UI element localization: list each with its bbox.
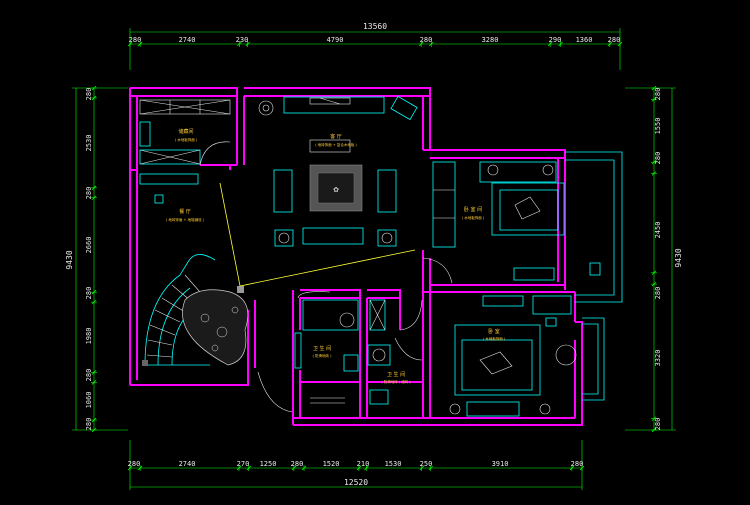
room-labels: 储藏间 ( 木地板饰面 ) 客 厅 ( 地砖饰面 + 复合木地板 ) 餐 厅 (… bbox=[166, 128, 506, 384]
bathroom-fixtures bbox=[294, 299, 391, 405]
dim-label: 280 bbox=[85, 287, 93, 300]
column bbox=[142, 360, 148, 366]
room-name-living: 客 厅 bbox=[330, 133, 342, 140]
dim-label: 2530 bbox=[85, 135, 93, 152]
dim-label: 2740 bbox=[179, 460, 196, 468]
dim-label: 1360 bbox=[576, 36, 593, 44]
dimension-right-total: 9430 bbox=[674, 248, 683, 267]
column bbox=[237, 286, 244, 293]
dim-label: 1980 bbox=[85, 328, 93, 345]
room-sub-bedroom-b: ( 木地板饰面 ) bbox=[483, 336, 506, 341]
dim-label: 280 bbox=[291, 460, 304, 468]
dim-label: 280 bbox=[420, 36, 433, 44]
dim-label: 3280 bbox=[482, 36, 499, 44]
dim-label: 4790 bbox=[327, 36, 344, 44]
dim-label: 280 bbox=[128, 460, 141, 468]
door-arc bbox=[199, 141, 231, 166]
dim-label: 280 bbox=[129, 36, 142, 44]
room-name-bedroom-b: 卧 室 bbox=[488, 328, 500, 335]
dimension-top-total: 13560 bbox=[363, 22, 387, 31]
dim-label: 3320 bbox=[654, 350, 662, 367]
dimension-top-labels: 280 2740 230 4790 280 3280 290 1360 280 bbox=[129, 36, 621, 44]
dim-label: 1520 bbox=[323, 460, 340, 468]
dim-label: 3910 bbox=[492, 460, 509, 468]
dim-label: 280 bbox=[654, 88, 662, 101]
walls bbox=[129, 87, 583, 426]
dim-label: 280 bbox=[571, 460, 584, 468]
dim-label: 280 bbox=[85, 88, 93, 101]
dim-label: 280 bbox=[85, 187, 93, 200]
dim-label: 280 bbox=[654, 418, 662, 431]
room-name-bath-a: 卫 生 间 bbox=[313, 345, 331, 352]
dimension-left: 9430 280 2530 280 2660 280 1980 280 1060… bbox=[65, 85, 128, 433]
room-sub-living: ( 地砖饰面 + 复合木地板 ) bbox=[315, 142, 357, 147]
room-sub-bath-b: ( 防滑地砖 / 墙砖 ) bbox=[381, 379, 411, 384]
dimension-left-total: 9430 bbox=[65, 250, 74, 269]
dimension-right: 9430 280 1550 280 2450 280 3320 280 bbox=[625, 85, 683, 433]
room-sub-bedroom-a: ( 木地板饰面 ) bbox=[462, 215, 485, 220]
dimension-top: 13560 280 2740 230 4790 280 3280 290 136… bbox=[127, 22, 623, 70]
room-sub-storage: ( 木地板饰面 ) bbox=[175, 137, 198, 142]
dim-label: 2740 bbox=[179, 36, 196, 44]
dim-label: 270 bbox=[237, 460, 250, 468]
dining-stairs bbox=[142, 254, 249, 366]
dim-label: 280 bbox=[85, 418, 93, 431]
svg-text:✿: ✿ bbox=[333, 186, 339, 194]
dim-label: 280 bbox=[608, 36, 621, 44]
bedroom-a-furniture bbox=[432, 161, 601, 281]
dimension-right-labels: 280 1550 280 2450 280 3320 280 bbox=[654, 88, 662, 431]
dim-label: 250 bbox=[420, 460, 433, 468]
room-name-dining: 餐 厅 bbox=[179, 208, 191, 215]
bedroom-b-furniture bbox=[449, 295, 577, 417]
dimension-left-labels: 280 2530 280 2660 280 1980 280 1060 280 bbox=[85, 88, 93, 431]
dim-label: 1250 bbox=[260, 460, 277, 468]
dim-label: 290 bbox=[549, 36, 562, 44]
dimension-bottom: 280 2740 270 1250 280 1520 210 1530 250 … bbox=[128, 440, 585, 490]
room-sub-dining: ( 地砖饰面 + 地毯铺设 ) bbox=[166, 217, 205, 222]
dim-label: 2660 bbox=[85, 237, 93, 254]
room-name-storage: 储藏间 bbox=[178, 128, 193, 135]
dim-label: 1060 bbox=[85, 392, 93, 409]
dim-label: 1530 bbox=[385, 460, 402, 468]
room-name-bedroom-a: 卧 室 间 bbox=[464, 206, 482, 213]
dim-label: 1550 bbox=[654, 118, 662, 135]
doors bbox=[257, 257, 453, 413]
dimension-bottom-labels: 280 2740 270 1250 280 1520 210 1530 250 … bbox=[128, 460, 584, 468]
dimension-bottom-total: 12520 bbox=[344, 478, 368, 487]
living-room-furniture: ✿ bbox=[258, 95, 418, 247]
dim-label: 230 bbox=[236, 36, 249, 44]
balcony-outline bbox=[565, 151, 623, 401]
storage-cabinets bbox=[139, 99, 231, 204]
dim-label: 280 bbox=[85, 369, 93, 382]
room-sub-bath-a: ( 防滑地砖 ) bbox=[313, 353, 333, 358]
annotation-lines bbox=[219, 182, 416, 287]
dim-label: 2450 bbox=[654, 222, 662, 239]
room-name-bath-b: 卫 生 间 bbox=[387, 371, 405, 378]
dim-label: 210 bbox=[357, 460, 370, 468]
dim-label: 280 bbox=[654, 287, 662, 300]
dim-label: 280 bbox=[654, 152, 662, 165]
